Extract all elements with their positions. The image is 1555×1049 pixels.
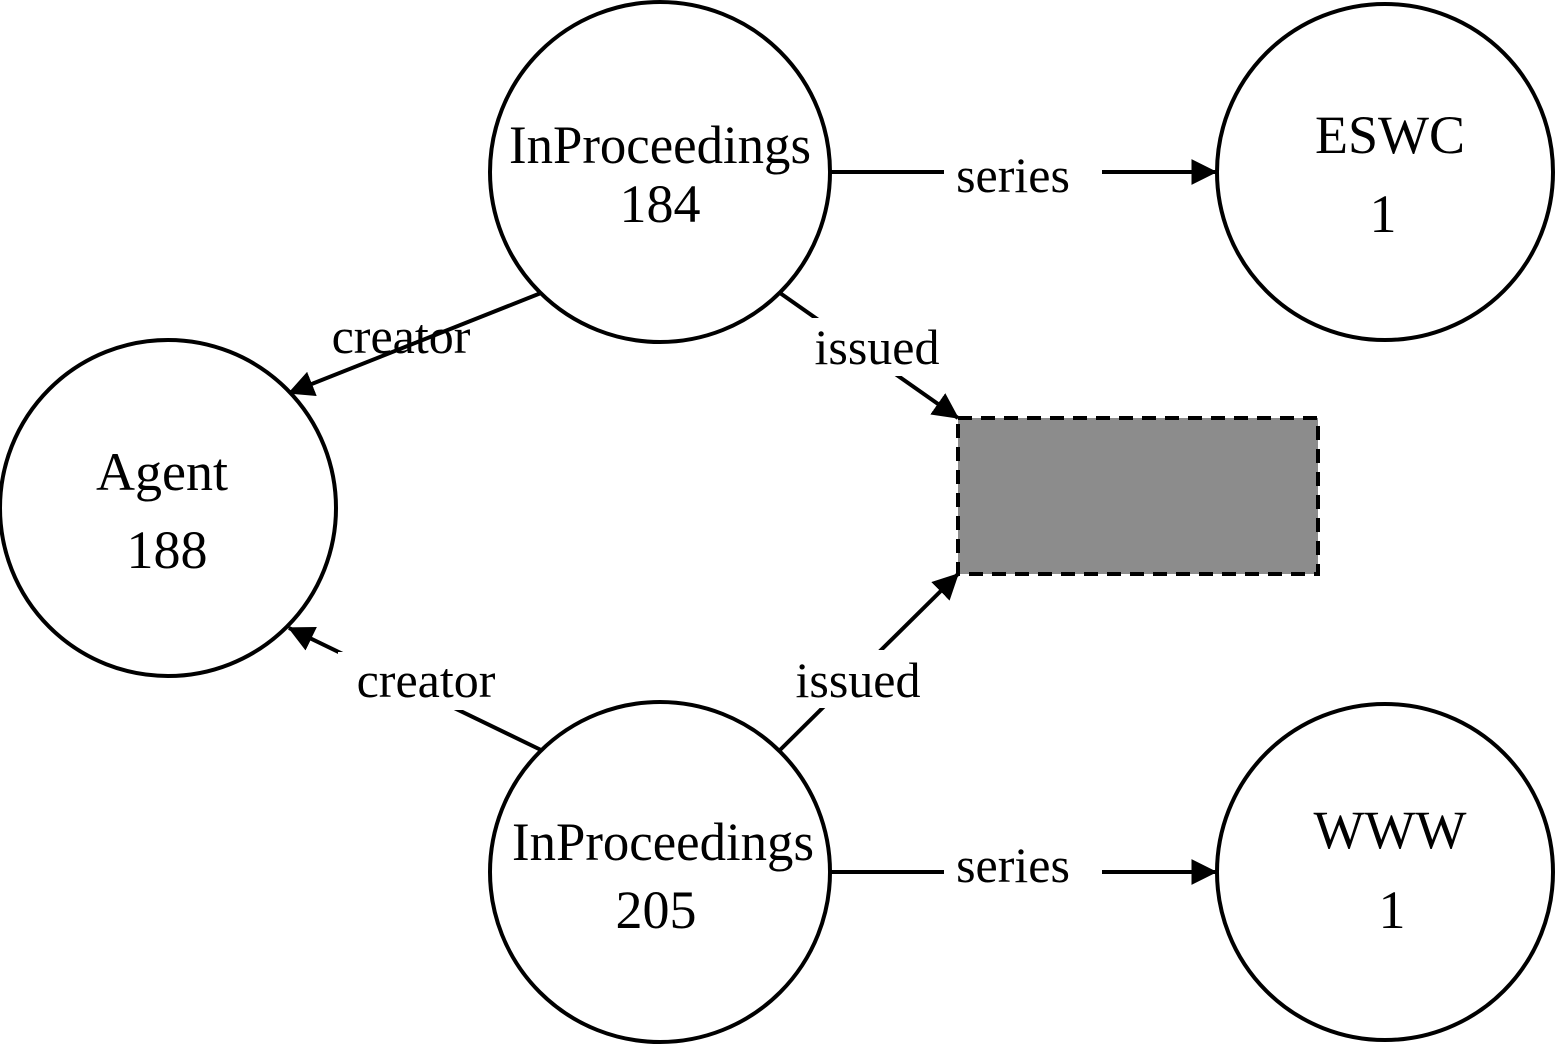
node-label-count: 1 bbox=[1370, 184, 1397, 244]
node-eswc: ESWC 1 bbox=[1215, 2, 1555, 342]
node-www: WWW 1 bbox=[1215, 702, 1555, 1042]
node-label-count: 184 bbox=[620, 174, 701, 234]
node-label-count: 1 bbox=[1379, 880, 1406, 940]
placeholder-box bbox=[956, 416, 1320, 576]
edge-issued-bottom: issued bbox=[778, 572, 960, 752]
edge-creator-bottom: creator bbox=[287, 626, 542, 752]
edge-series-bottom: series bbox=[830, 837, 1218, 893]
edge-creator-top: creator bbox=[287, 291, 542, 396]
node-inproceedings-205: InProceedings 205 bbox=[488, 700, 832, 1044]
edge-label-series-bottom: series bbox=[956, 837, 1070, 893]
node-label-type: Agent bbox=[96, 442, 228, 502]
edge-label-creator-top: creator bbox=[332, 308, 471, 364]
node-agent: Agent 188 bbox=[0, 338, 338, 678]
edge-label-issued-top: issued bbox=[815, 319, 940, 375]
node-label-count: 205 bbox=[616, 880, 697, 940]
edge-issued-top: issued bbox=[778, 291, 960, 420]
node-inproceedings-184: InProceedings 184 bbox=[488, 0, 832, 344]
node-label-type: InProceedings bbox=[509, 115, 811, 175]
node-label-type: InProceedings bbox=[512, 812, 814, 872]
node-label-type: WWW bbox=[1314, 800, 1467, 860]
node-label-type: ESWC bbox=[1315, 105, 1465, 165]
node-label-count: 188 bbox=[127, 520, 208, 580]
edge-label-issued-bottom: issued bbox=[796, 652, 921, 708]
edge-series-top: series bbox=[830, 147, 1218, 203]
edge-label-creator-bottom: creator bbox=[357, 652, 496, 708]
edge-label-series-top: series bbox=[956, 147, 1070, 203]
